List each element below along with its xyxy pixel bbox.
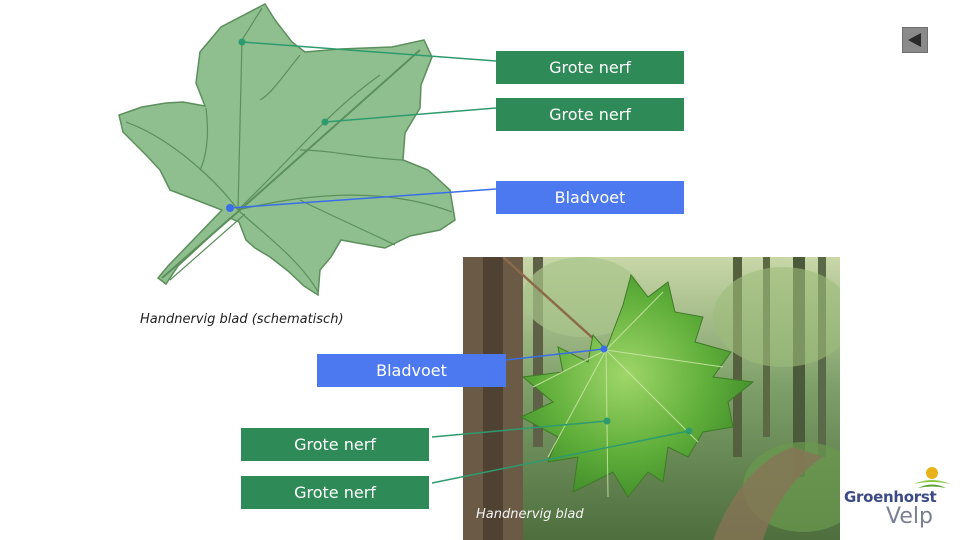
label-grote-nerf-2: Grote nerf (496, 98, 684, 131)
photo-label-bladvoet: Bladvoet (317, 354, 506, 387)
label-bladvoet: Bladvoet (496, 181, 684, 214)
photo-connector-base-dot (600, 345, 608, 353)
photo-label-grote-nerf-2: Grote nerf (241, 476, 429, 509)
connector-nerve-1 (241, 41, 497, 62)
back-button[interactable] (902, 27, 928, 53)
logo-name: Groenhorst (844, 488, 937, 506)
label-grote-nerf-1-text: Grote nerf (549, 58, 631, 77)
connector-nerve-1-dot (238, 38, 246, 46)
photo-connector-nerve-2 (431, 430, 690, 484)
connector-base-dot (226, 204, 234, 212)
label-grote-nerf-1: Grote nerf (496, 51, 684, 84)
label-bladvoet-text: Bladvoet (554, 188, 626, 207)
maple-leaf-photo (463, 257, 840, 540)
label-grote-nerf-2-text: Grote nerf (549, 105, 631, 124)
photo-caption: Handnervig blad (476, 507, 584, 522)
schematic-leaf (118, 3, 456, 297)
groenhorst-logo: Groenhorst Velp (838, 466, 950, 536)
photo-connector-nerve-1 (431, 420, 608, 438)
photo-maple-leaf (519, 273, 755, 498)
photo-connector-base (505, 348, 605, 361)
photo-label-bladvoet-text: Bladvoet (376, 361, 447, 380)
logo-mark-icon (914, 467, 950, 488)
photo-connector-nerve-1-dot (603, 417, 611, 425)
schematic-caption: Handnervig blad (schematisch) (140, 312, 344, 327)
connector-nerve-2-dot (321, 118, 329, 126)
back-arrow-icon (908, 33, 921, 47)
logo-location: Velp (886, 504, 933, 529)
photo-label-grote-nerf-1-text: Grote nerf (294, 435, 376, 454)
schematic-veins (125, 7, 453, 293)
connector-base (229, 188, 497, 209)
connector-nerve-2 (324, 107, 497, 123)
photo-label-grote-nerf-2-text: Grote nerf (294, 483, 376, 502)
schematic-stem-edge (169, 213, 246, 281)
photo-label-grote-nerf-1: Grote nerf (241, 428, 429, 461)
photo-connector-nerve-2-dot (685, 427, 693, 435)
